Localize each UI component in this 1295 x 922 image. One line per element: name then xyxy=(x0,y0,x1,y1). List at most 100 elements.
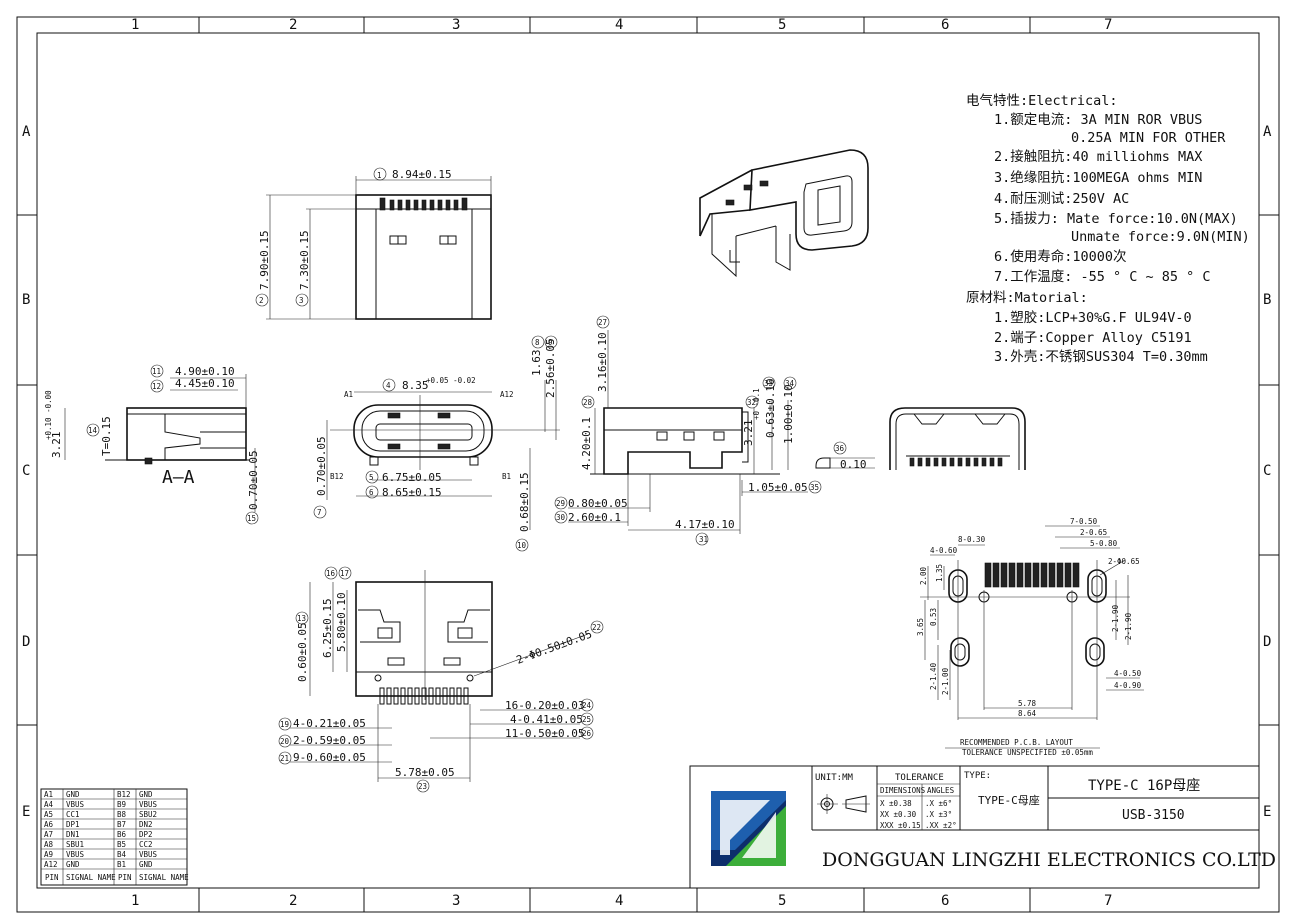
dim-front-835-tol: +0.05 -0.02 xyxy=(426,376,476,385)
dim-top-width: 8.94±0.15 xyxy=(392,168,452,181)
zone-row-c-left: C xyxy=(22,463,30,479)
dim-bot-060: 0.60±0.05 xyxy=(296,622,309,682)
dim-bot-16: 16-0.20±0.03 xyxy=(505,699,584,712)
dimensions-header: DIMENSIONS xyxy=(880,786,926,795)
balloon-28: 28 xyxy=(583,398,593,407)
zone-row-e-right: E xyxy=(1263,804,1271,820)
dim-aa-321: 3.21 xyxy=(50,432,63,459)
dim-pcb-580: 5-0.80 xyxy=(1090,539,1118,548)
dim-side-321-tol: +0 -0.1 xyxy=(752,388,761,420)
dim-front-256: 2.56±0.05 xyxy=(544,338,557,398)
balloon-33: 33 xyxy=(764,379,773,388)
balloon-29: 29 xyxy=(556,499,565,508)
zone-row-e-left: E xyxy=(22,804,30,820)
pcb-layout-title: RECOMMENDED P.C.B. LAYOUT xyxy=(960,738,1073,747)
zone-col-1-top: 1 xyxy=(131,17,139,33)
zone-row-b-left: B xyxy=(22,292,30,308)
dim-side-420: 4.20±0.1 xyxy=(580,417,593,470)
tol-row-1-ang: .X ±6° xyxy=(925,799,952,808)
zone-col-3-bottom: 3 xyxy=(452,893,460,909)
dim-bot-259: 2-0.59±0.05 xyxy=(293,734,366,747)
pin-table-cell: VBUS xyxy=(139,800,158,809)
pin-table-cell: VBUS xyxy=(139,850,158,859)
note-material-2: 2.端子:Copper Alloy C5191 xyxy=(994,330,1192,346)
pin-table-cell: CC2 xyxy=(139,840,153,849)
balloon-30: 30 xyxy=(556,513,566,522)
note-electrical-5b: Unmate force:9.0N(MIN) xyxy=(1071,229,1250,245)
note-electrical-4: 4.耐压测试:250V AC xyxy=(994,191,1129,207)
part-number: USB-3150 xyxy=(1122,808,1185,823)
zone-row-b-right: B xyxy=(1263,292,1271,308)
balloon-34: 34 xyxy=(785,379,795,388)
balloon-26: 26 xyxy=(582,729,592,738)
unit-label: UNIT:MM xyxy=(815,773,854,783)
dim-pcb-2140: 2-1.40 xyxy=(929,662,938,690)
tol-row-2-ang: .X ±3° xyxy=(925,810,952,819)
balloon-32: 32 xyxy=(747,398,756,407)
dim-side-321: 3.21 xyxy=(742,420,755,447)
dim-aa-070: 0.70±0.05 xyxy=(247,450,260,510)
balloon-6: 6 xyxy=(369,488,374,497)
pin-table-cell: SBU2 xyxy=(139,810,157,819)
dim-side-080: 0.80±0.05 xyxy=(568,497,628,510)
pin-footer-pin-2: PIN xyxy=(118,873,132,882)
label-a12: A12 xyxy=(500,390,514,399)
note-electrical-3: 3.绝缘阻抗:100MEGA ohms MIN xyxy=(994,170,1202,186)
title-block: UNIT:MM TOLERANCE DIMENSIONS ANGLES X ±0… xyxy=(689,765,1276,889)
balloon-3: 3 xyxy=(299,296,304,305)
dim-pcb-864: 8.64 xyxy=(1018,709,1037,718)
pin-table-cell: A12 xyxy=(44,860,58,869)
tol-row-2-dim: XX ±0.30 xyxy=(880,810,917,819)
bottom-view: 0.60±0.05 13 6.25±0.15 5.80±0.10 16 17 2… xyxy=(278,566,604,793)
balloon-12: 12 xyxy=(152,382,161,391)
balloon-2: 2 xyxy=(259,296,264,305)
pin-table-cell: A7 xyxy=(44,830,53,839)
pin-footer-signal-1: SIGNAL NAME xyxy=(66,873,116,882)
pin-table-cell: DN1 xyxy=(66,830,80,839)
dim-side-260: 2.60±0.1 xyxy=(568,511,621,524)
zone-row-a-right: A xyxy=(1263,124,1272,140)
type-value: TYPE-C母座 xyxy=(978,793,1040,807)
dim-bot-421: 4-0.21±0.05 xyxy=(293,717,366,730)
zone-col-4-top: 4 xyxy=(615,17,623,33)
zone-col-7-bottom: 7 xyxy=(1104,893,1112,909)
company-name: DONGGUAN LINGZHI ELECTRONICS CO.LTD xyxy=(822,849,1276,871)
balloon-4: 4 xyxy=(386,381,391,390)
balloon-35: 35 xyxy=(810,483,819,492)
isometric-view xyxy=(699,149,869,278)
section-aa-view: 11 4.90±0.10 12 4.45±0.10 3.21 +0.10 -0.… xyxy=(44,364,260,525)
balloon-19: 19 xyxy=(280,720,289,729)
dim-side-100: 1.00±0.10 xyxy=(782,384,795,444)
pin-footer-pin-1: PIN xyxy=(45,873,59,882)
dim-aa-445: 4.45±0.10 xyxy=(175,377,235,390)
pin-table-cell: A9 xyxy=(44,850,53,859)
dim-height-790: 7.90±0.15 xyxy=(258,230,271,290)
zone-col-1-bottom: 1 xyxy=(131,893,139,909)
dim-pcb-750: 7-0.50 xyxy=(1070,517,1098,526)
projection-symbol xyxy=(817,794,870,814)
pin-table-cell: GND xyxy=(66,860,80,869)
zone-row-d-left: D xyxy=(22,634,30,650)
pin-table-cell: A1 xyxy=(44,790,53,799)
dim-side-063: 0.63±0.10 xyxy=(764,378,777,438)
dim-pcb-200: 2.00 xyxy=(919,566,928,585)
tol-row-1-dim: X ±0.38 xyxy=(880,799,912,808)
dim-bot-9: 9-0.60±0.05 xyxy=(293,751,366,764)
dim-pcb-830: 8-0.30 xyxy=(958,535,986,544)
balloon-27: 27 xyxy=(598,318,607,327)
angles-header: ANGLES xyxy=(927,786,955,795)
dim-front-068: 0.68±0.15 xyxy=(518,472,531,532)
pin-table-cell: B4 xyxy=(117,850,127,859)
balloon-22: 22 xyxy=(592,623,601,632)
dim-bot-625: 6.25±0.15 xyxy=(321,598,334,658)
rear-view xyxy=(889,407,1026,470)
note-electrical-2: 2.接触阻抗:40 milliohms MAX xyxy=(994,148,1202,165)
dim-side-417: 4.17±0.10 xyxy=(675,518,735,531)
note-electrical-5: 5.插拔力: Mate force:10.0N(MAX) xyxy=(994,211,1238,227)
dim-aa-321-tol: +0.10 -0.00 xyxy=(44,390,53,440)
front-view: A1 A12 B12 B1 4 8.35 +0.05 -0.02 5 6.75±… xyxy=(313,335,560,552)
pin-table-cell: B12 xyxy=(117,790,131,799)
dim-bot-578: 5.78±0.05 xyxy=(395,766,455,779)
